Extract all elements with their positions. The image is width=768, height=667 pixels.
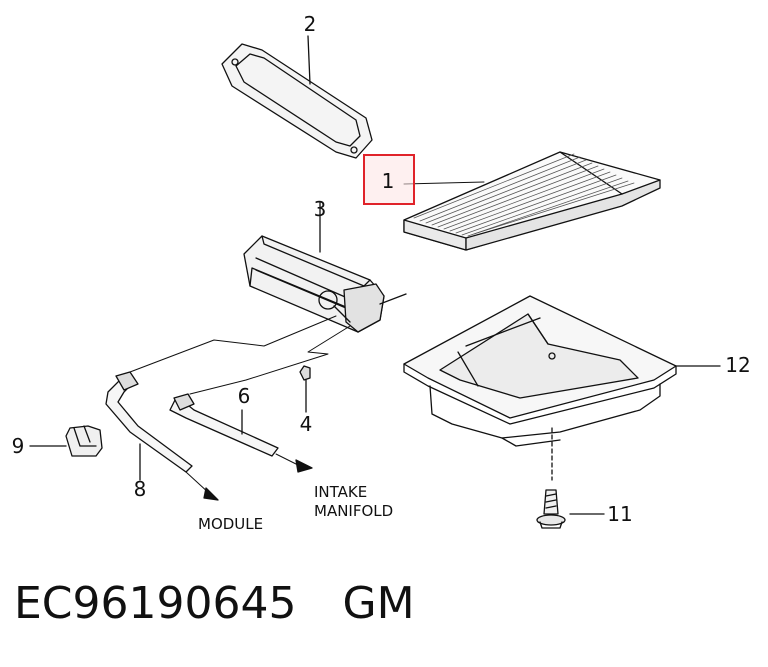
highlight-box bbox=[363, 154, 415, 205]
note-intake-line1: INTAKE bbox=[314, 483, 367, 501]
callout-1: 1 bbox=[382, 169, 395, 193]
callout-6: 6 bbox=[238, 384, 251, 408]
hose-routing-lines bbox=[129, 315, 351, 395]
callout-9: 9 bbox=[12, 434, 25, 458]
callout-8: 8 bbox=[134, 477, 147, 501]
callout-12: 12 bbox=[725, 353, 750, 377]
callout-3: 3 bbox=[314, 197, 327, 221]
filter-pleats bbox=[413, 153, 635, 237]
callout-11: 11 bbox=[607, 502, 632, 526]
part-gasket-2 bbox=[221, 35, 373, 159]
leader-1 bbox=[403, 181, 485, 185]
part-clamp-9 bbox=[29, 425, 103, 457]
part-screw-11 bbox=[536, 489, 605, 529]
part-number: EC96190645 bbox=[14, 578, 297, 629]
part-clip-4 bbox=[299, 365, 311, 413]
brand-label: GM bbox=[342, 578, 415, 629]
part-hose-8 bbox=[105, 371, 219, 501]
callout-4: 4 bbox=[300, 412, 313, 436]
part-tray-12 bbox=[403, 295, 721, 481]
part-hose-6 bbox=[169, 393, 313, 473]
footer-caption: EC96190645 GM bbox=[14, 578, 415, 629]
callout-2: 2 bbox=[304, 12, 317, 36]
part-housing-3 bbox=[243, 201, 407, 333]
note-intake-line2: MANIFOLD bbox=[314, 502, 393, 520]
note-module: MODULE bbox=[198, 515, 263, 533]
